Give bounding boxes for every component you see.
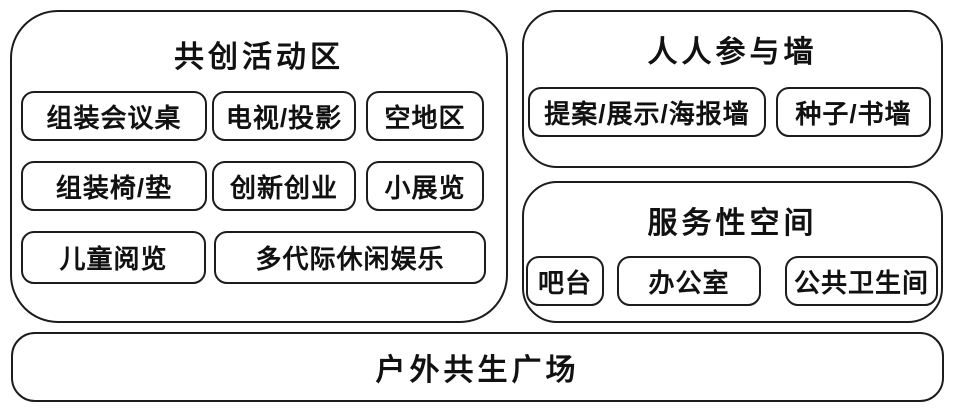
item-innovation-entrepreneurship: 创新创业	[212, 161, 356, 211]
zone-title-participation-wall: 人人参与墙	[647, 36, 818, 69]
zone-title-service-space: 服务性空间	[647, 207, 818, 240]
item-children-reading: 儿童阅览	[21, 231, 206, 284]
item-bar-counter: 吧台	[526, 256, 604, 306]
zone-participation-wall: 人人参与墙 提案/展示/海报墙 种子/书墙	[522, 10, 943, 168]
item-small-exhibition: 小展览	[366, 161, 484, 211]
zone-co-creation-activity-area: 共创活动区 组装会议桌 电视/投影 空地区 组装椅/垫 创新创业 小展览 儿童阅…	[10, 10, 508, 323]
item-proposal-display-poster-wall: 提案/展示/海报墙	[528, 87, 766, 137]
zone-service-space: 服务性空间 吧台 办公室 公共卫生间	[522, 181, 943, 323]
item-assembly-meeting-table: 组装会议桌	[21, 91, 207, 141]
zone-title-outdoor-plaza: 户外共生广场	[375, 354, 580, 387]
item-open-area: 空地区	[366, 91, 484, 141]
item-seed-book-wall: 种子/书墙	[776, 87, 931, 137]
zone-outdoor-symbiosis-plaza: 户外共生广场	[11, 332, 944, 402]
item-tv-projection: 电视/投影	[212, 91, 356, 141]
item-assembly-chairs-mats: 组装椅/垫	[21, 161, 207, 211]
item-public-restroom: 公共卫生间	[785, 256, 938, 306]
item-office: 办公室	[617, 256, 761, 306]
item-multigenerational-leisure: 多代际休闲娱乐	[214, 231, 486, 284]
zone-title-co-creation: 共创活动区	[174, 41, 344, 74]
